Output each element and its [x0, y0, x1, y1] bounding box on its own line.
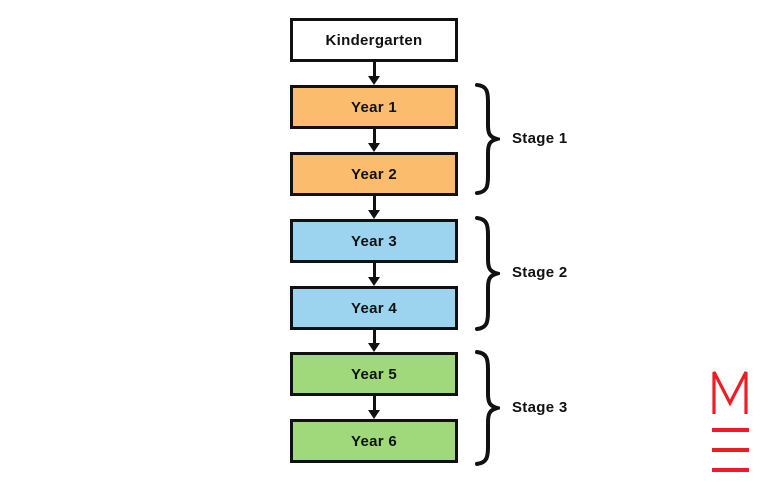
- arrow-head: [368, 410, 380, 419]
- arrow-shaft: [372, 62, 376, 76]
- stage-1-label: Stage 1: [512, 130, 568, 147]
- logo-bar-icon: [712, 448, 749, 452]
- brace-path: [475, 216, 500, 331]
- arrow-down-icon: [363, 263, 385, 286]
- logo-letter-m: [712, 371, 748, 414]
- logo-bar-icon: [712, 428, 749, 432]
- stage-3-brace-icon: [474, 349, 500, 467]
- arrow-down-icon: [363, 330, 385, 352]
- arrow-down-icon: [363, 62, 385, 85]
- arrow-head: [368, 76, 380, 85]
- logo-letter-m-icon: [712, 371, 748, 414]
- arrow-down-icon: [363, 196, 385, 219]
- arrow-head: [368, 343, 380, 352]
- node-year-1: Year 1: [290, 85, 458, 129]
- brace-path: [475, 350, 500, 466]
- arrow-shaft: [372, 330, 376, 343]
- stage-2-label: Stage 2: [512, 264, 568, 281]
- arrow-head: [368, 210, 380, 219]
- node-year-3: Year 3: [290, 219, 458, 263]
- node-year-2: Year 2: [290, 152, 458, 196]
- arrow-down-icon: [363, 396, 385, 419]
- arrow-head: [368, 143, 380, 152]
- stage-2-brace-icon: [474, 215, 500, 332]
- arrow-shaft: [372, 263, 376, 277]
- arrow-shaft: [372, 196, 376, 210]
- node-year-5: Year 5: [290, 352, 458, 396]
- logo-bar-icon: [712, 468, 749, 472]
- node-year-4: Year 4: [290, 286, 458, 330]
- arrow-shaft: [372, 129, 376, 143]
- arrow-head: [368, 277, 380, 286]
- arrow-shaft: [372, 396, 376, 410]
- brace-path: [475, 82, 500, 196]
- stage-3-label: Stage 3: [512, 399, 568, 416]
- stage-1-brace-icon: [474, 82, 500, 196]
- node-year-6: Year 6: [290, 419, 458, 463]
- arrow-down-icon: [363, 129, 385, 152]
- matrix-logo: [711, 369, 750, 472]
- node-kindergarten: Kindergarten: [290, 18, 458, 62]
